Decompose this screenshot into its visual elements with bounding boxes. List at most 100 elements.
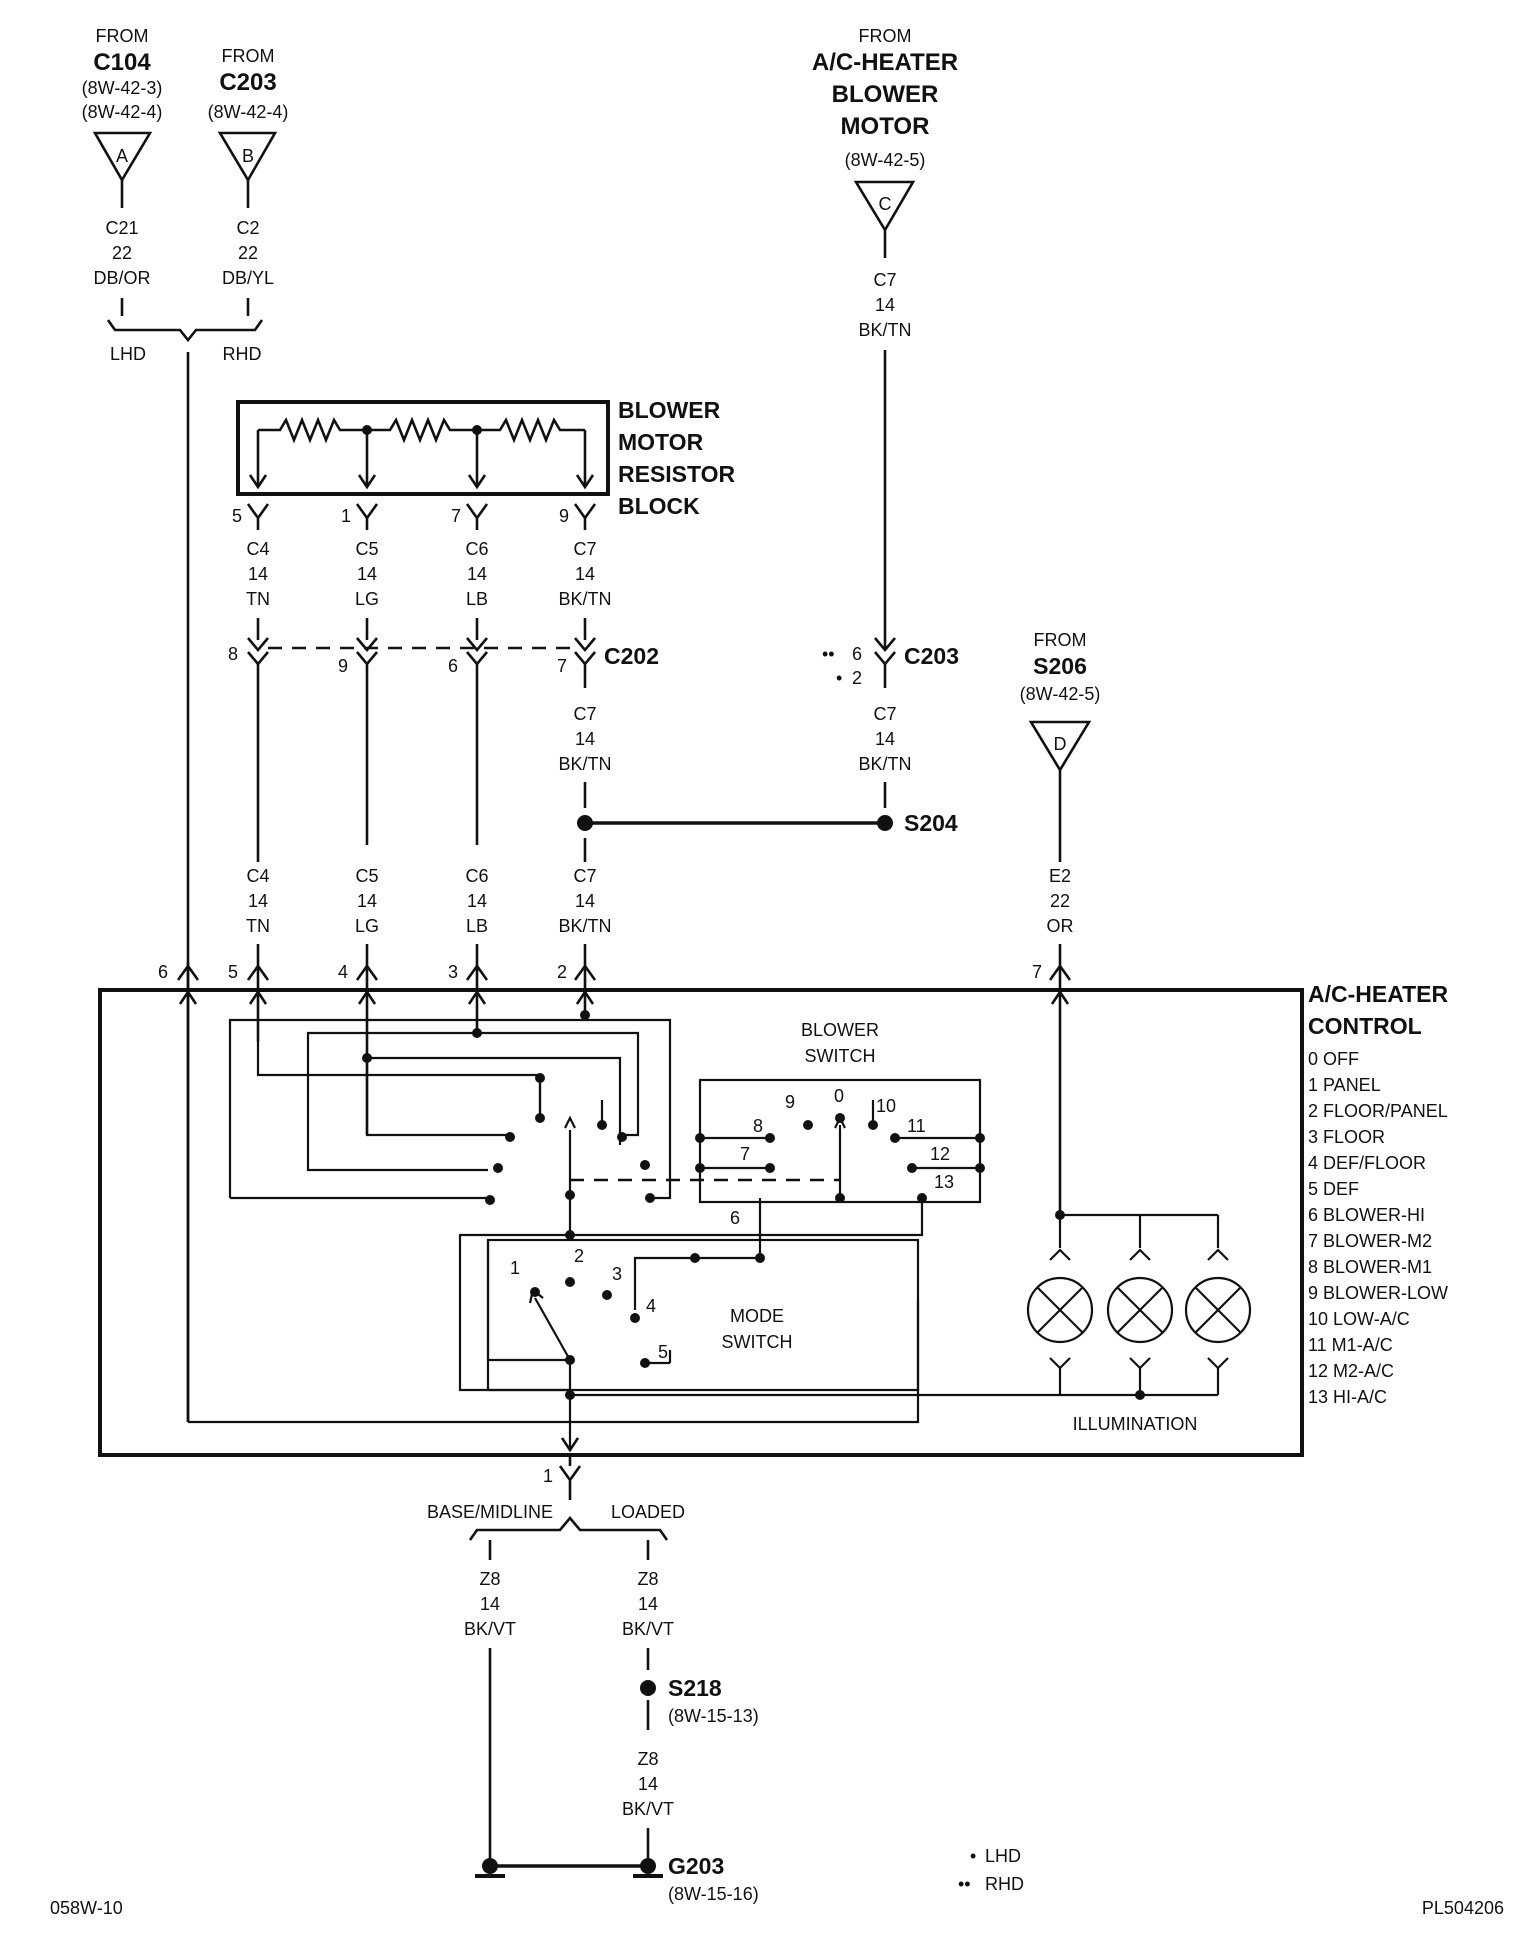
control-pins: 6 5 4 3 2 7 <box>158 962 1072 982</box>
legend-lhd: LHD <box>985 1846 1021 1866</box>
control-pin-4: 4 <box>338 962 348 982</box>
legend-10: 10 LOW-A/C <box>1308 1309 1410 1329</box>
blower-pos-9: 9 <box>785 1092 795 1112</box>
control-legend: A/C-HEATER CONTROL 0 OFF 1 PANEL 2 FLOOR… <box>1308 981 1449 1407</box>
blower-pos-8: 8 <box>753 1116 763 1136</box>
g203-ref: (8W-15-16) <box>668 1884 759 1904</box>
wire-c4-gauge-top: 14 <box>248 564 268 584</box>
blower-pos-7: 7 <box>740 1144 750 1164</box>
g203-label: G203 <box>668 1853 724 1879</box>
c203-dots-rhd: •• <box>822 644 835 664</box>
wire-c7-top: C7 <box>573 539 596 559</box>
source-b-name: C203 <box>219 69 276 96</box>
diagram-id: 058W-10 <box>50 1898 123 1918</box>
resistor-block-title4: BLOCK <box>618 493 700 519</box>
source-a-name: C104 <box>93 49 151 76</box>
source-d-ref1: (8W-42-5) <box>1020 684 1101 704</box>
c202-below-wire: C7 <box>573 704 596 724</box>
source-a-color: DB/OR <box>93 268 150 288</box>
s204-label: S204 <box>904 810 958 836</box>
legend-7: 7 BLOWER-M2 <box>1308 1231 1432 1251</box>
c203-below-color: BK/TN <box>858 754 911 774</box>
blower-motor-resistor-block: BLOWER MOTOR RESISTOR BLOCK <box>236 397 736 519</box>
source-c-letter: C <box>879 194 892 214</box>
illumination-lamp-2 <box>1106 1276 1174 1344</box>
wire-c5-top: C5 <box>355 539 378 559</box>
blower-pos-13: 13 <box>934 1172 954 1192</box>
wire-c6-low: C6 <box>465 866 488 886</box>
splice-s204: S204 <box>577 810 958 836</box>
wire-c5-gauge-top: 14 <box>357 564 377 584</box>
after-color: BK/VT <box>622 1799 674 1819</box>
resistor-chain <box>258 416 585 444</box>
legend-lhd-dots: • <box>970 1846 976 1866</box>
illumination-label: ILLUMINATION <box>1073 1414 1198 1434</box>
source-c-gauge: 14 <box>875 295 895 315</box>
resistor-pin-1: 1 <box>341 506 351 526</box>
legend-0: 0 OFF <box>1308 1049 1359 1069</box>
mode-pos-2: 2 <box>574 1246 584 1266</box>
c202-pin-8: 8 <box>228 644 238 664</box>
after-gauge: 14 <box>638 1774 658 1794</box>
resistor-block-title3: RESISTOR <box>618 461 736 487</box>
control-title2: CONTROL <box>1308 1013 1422 1039</box>
source-b-from: FROM <box>222 46 275 66</box>
c203-below-wire: C7 <box>873 704 896 724</box>
blower-switch-label1: BLOWER <box>801 1020 879 1040</box>
source-a-gauge: 22 <box>112 243 132 263</box>
source-d-letter: D <box>1054 734 1067 754</box>
wire-c6-color-top: LB <box>466 589 488 609</box>
plate-id: PL504206 <box>1422 1898 1504 1918</box>
source-d-gauge: 22 <box>1050 891 1070 911</box>
c202-pin-9: 9 <box>338 656 348 676</box>
legend-5: 5 DEF <box>1308 1179 1359 1199</box>
source-b-gauge: 22 <box>238 243 258 263</box>
wire-c4-gauge-low: 14 <box>248 891 268 911</box>
c202-pin-6: 6 <box>448 656 458 676</box>
legend-rhd: RHD <box>985 1874 1024 1894</box>
legend-4: 4 DEF/FLOOR <box>1308 1153 1426 1173</box>
ground-section: 1 BASE/MIDLINE LOADED Z8 14 BK/VT Z8 14 … <box>427 1456 759 1904</box>
source-c-from: FROM <box>859 26 912 46</box>
ac-heater-control-box <box>98 988 1304 1457</box>
control-title1: A/C-HEATER <box>1308 981 1449 1007</box>
rhd-label: RHD <box>223 344 262 364</box>
c202-label: C202 <box>604 643 659 669</box>
loaded-wire: Z8 <box>637 1569 658 1589</box>
wire-c5-color-top: LG <box>355 589 379 609</box>
wire-c6-top: C6 <box>465 539 488 559</box>
loaded-label: LOADED <box>611 1502 685 1522</box>
source-a-from: FROM <box>96 26 149 46</box>
legend-11: 11 M1-A/C <box>1308 1335 1393 1355</box>
legend-13: 13 HI-A/C <box>1308 1387 1387 1407</box>
resistor-block-title2: MOTOR <box>618 429 704 455</box>
source-c-name1: A/C-HEATER <box>812 49 958 76</box>
legend-1: 1 PANEL <box>1308 1075 1381 1095</box>
control-pin-6: 6 <box>158 962 168 982</box>
source-d-from: FROM <box>1034 630 1087 650</box>
source-c-wire: C7 <box>873 270 896 290</box>
c202-pin-7: 7 <box>557 656 567 676</box>
wire-c7-gauge-top: 14 <box>575 564 595 584</box>
lhd-rhd-legend: • LHD •• RHD <box>958 1846 1024 1894</box>
mode-pos-1: 1 <box>510 1258 520 1278</box>
source-c: FROM A/C-HEATER BLOWER MOTOR (8W-42-5) C… <box>812 26 958 648</box>
legend-12: 12 M2-A/C <box>1308 1361 1394 1381</box>
control-pin-5: 5 <box>228 962 238 982</box>
loaded-gauge: 14 <box>638 1594 658 1614</box>
legend-8: 8 BLOWER-M1 <box>1308 1257 1432 1277</box>
base-midline-label: BASE/MIDLINE <box>427 1502 553 1522</box>
c203-pin-rhd: 6 <box>852 644 862 664</box>
loaded-color: BK/VT <box>622 1619 674 1639</box>
mode-pos-5: 5 <box>658 1342 668 1362</box>
ground-pin-1: 1 <box>543 1466 553 1486</box>
legend-3: 3 FLOOR <box>1308 1127 1385 1147</box>
illumination-lamp-3 <box>1184 1276 1252 1344</box>
source-d: FROM S206 (8W-42-5) D E2 22 OR <box>1020 630 1101 962</box>
blower-pos-0: 0 <box>834 1086 844 1106</box>
source-a-wire: C21 <box>105 218 138 238</box>
base-gauge: 14 <box>480 1594 500 1614</box>
wire-c7-low: C7 <box>573 866 596 886</box>
source-d-wire: E2 <box>1049 866 1071 886</box>
